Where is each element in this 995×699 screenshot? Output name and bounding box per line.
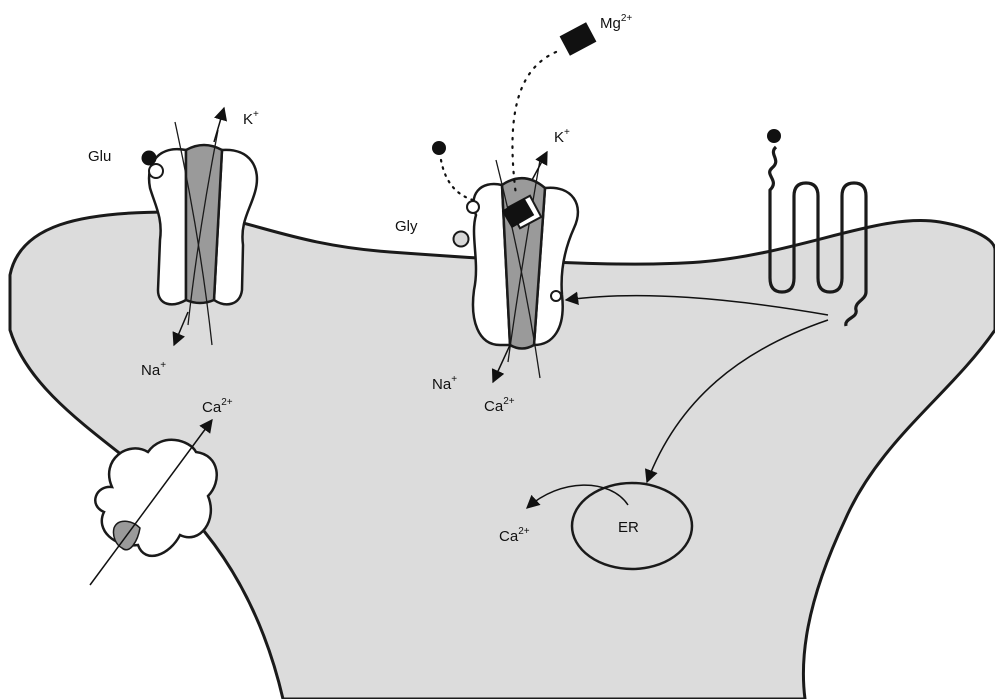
- voltage-gated-calcium-channel: [95, 440, 216, 556]
- mg-label: Mg2+: [600, 13, 632, 32]
- glutamate-ligand: [142, 151, 157, 166]
- k-efflux-arrow: [214, 108, 224, 142]
- glycine-ligand-site: [467, 201, 479, 213]
- ligand-binding-path: [441, 160, 473, 200]
- gly-label: Gly: [395, 218, 418, 235]
- magnesium-ion: [560, 22, 597, 56]
- er-label: ER: [618, 519, 639, 536]
- magnesium-path: [512, 52, 556, 195]
- k-plus-label-mid: K+: [554, 127, 570, 146]
- nmda-k-efflux-arrow: [532, 152, 547, 180]
- glu-label: Glu: [88, 148, 111, 165]
- gpcr-ligand: [767, 129, 781, 143]
- k-plus-label-left: K+: [243, 109, 259, 128]
- glutamate-binding-site: [149, 164, 163, 178]
- glycine-binding-site: [454, 232, 469, 247]
- allosteric-site: [551, 291, 561, 301]
- free-ligand: [432, 141, 446, 155]
